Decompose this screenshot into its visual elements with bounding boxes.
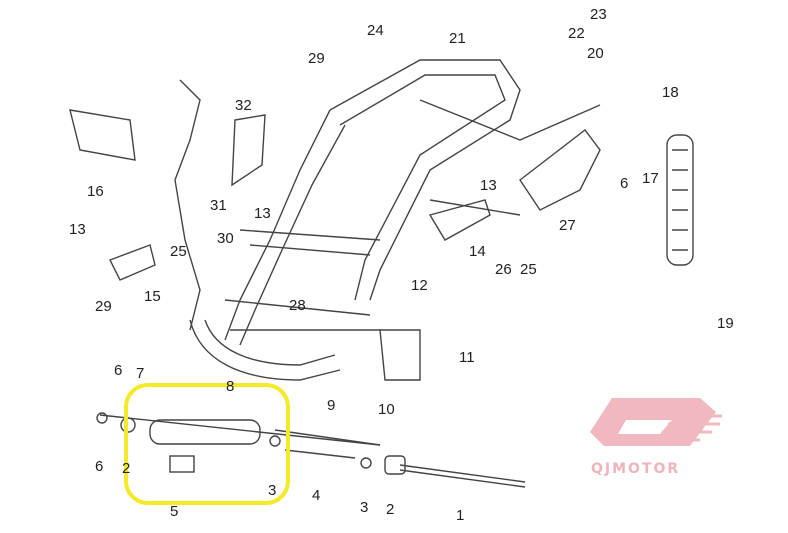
callout-20: 20 (587, 45, 604, 62)
callout-22: 22 (568, 25, 585, 42)
callout-24: 24 (367, 22, 384, 39)
callout-26: 26 (495, 261, 512, 278)
callout-1: 1 (456, 507, 464, 524)
callout-12: 12 (411, 277, 428, 294)
callout-17: 17 (642, 170, 659, 187)
callout-3: 3 (360, 499, 368, 516)
callout-13: 13 (69, 221, 86, 238)
callout-5: 5 (170, 503, 178, 520)
callout-15: 15 (144, 288, 161, 305)
callout-25: 25 (170, 243, 187, 260)
callout-13: 13 (480, 177, 497, 194)
callout-29: 29 (95, 298, 112, 315)
callout-6: 6 (95, 458, 103, 475)
qjmotor-logo: QJMOTOR (590, 398, 722, 477)
callout-6: 6 (620, 175, 628, 192)
callout-30: 30 (217, 230, 234, 247)
callout-31: 31 (210, 197, 227, 214)
highlight-box (124, 383, 290, 505)
callout-18: 18 (662, 84, 679, 101)
callout-14: 14 (469, 243, 486, 260)
callout-32: 32 (235, 97, 252, 114)
callout-28: 28 (289, 297, 306, 314)
callout-2: 2 (122, 460, 130, 477)
callout-29: 29 (308, 50, 325, 67)
callout-19: 19 (717, 315, 734, 332)
callout-9: 9 (327, 397, 335, 414)
callout-27: 27 (559, 217, 576, 234)
callout-7: 7 (136, 365, 144, 382)
callout-13: 13 (254, 205, 271, 222)
callout-4: 4 (312, 487, 320, 504)
callout-16: 16 (87, 183, 104, 200)
callout-25: 25 (520, 261, 537, 278)
callout-3: 3 (268, 482, 276, 499)
frame-body (69, 59, 694, 488)
callout-23: 23 (590, 6, 607, 23)
callout-2: 2 (386, 501, 394, 518)
logo-text: QJMOTOR (591, 461, 680, 477)
callout-10: 10 (378, 401, 395, 418)
callout-11: 11 (459, 349, 475, 366)
callout-21: 21 (449, 30, 466, 47)
callout-8: 8 (226, 378, 234, 395)
callout-6: 6 (114, 362, 122, 379)
